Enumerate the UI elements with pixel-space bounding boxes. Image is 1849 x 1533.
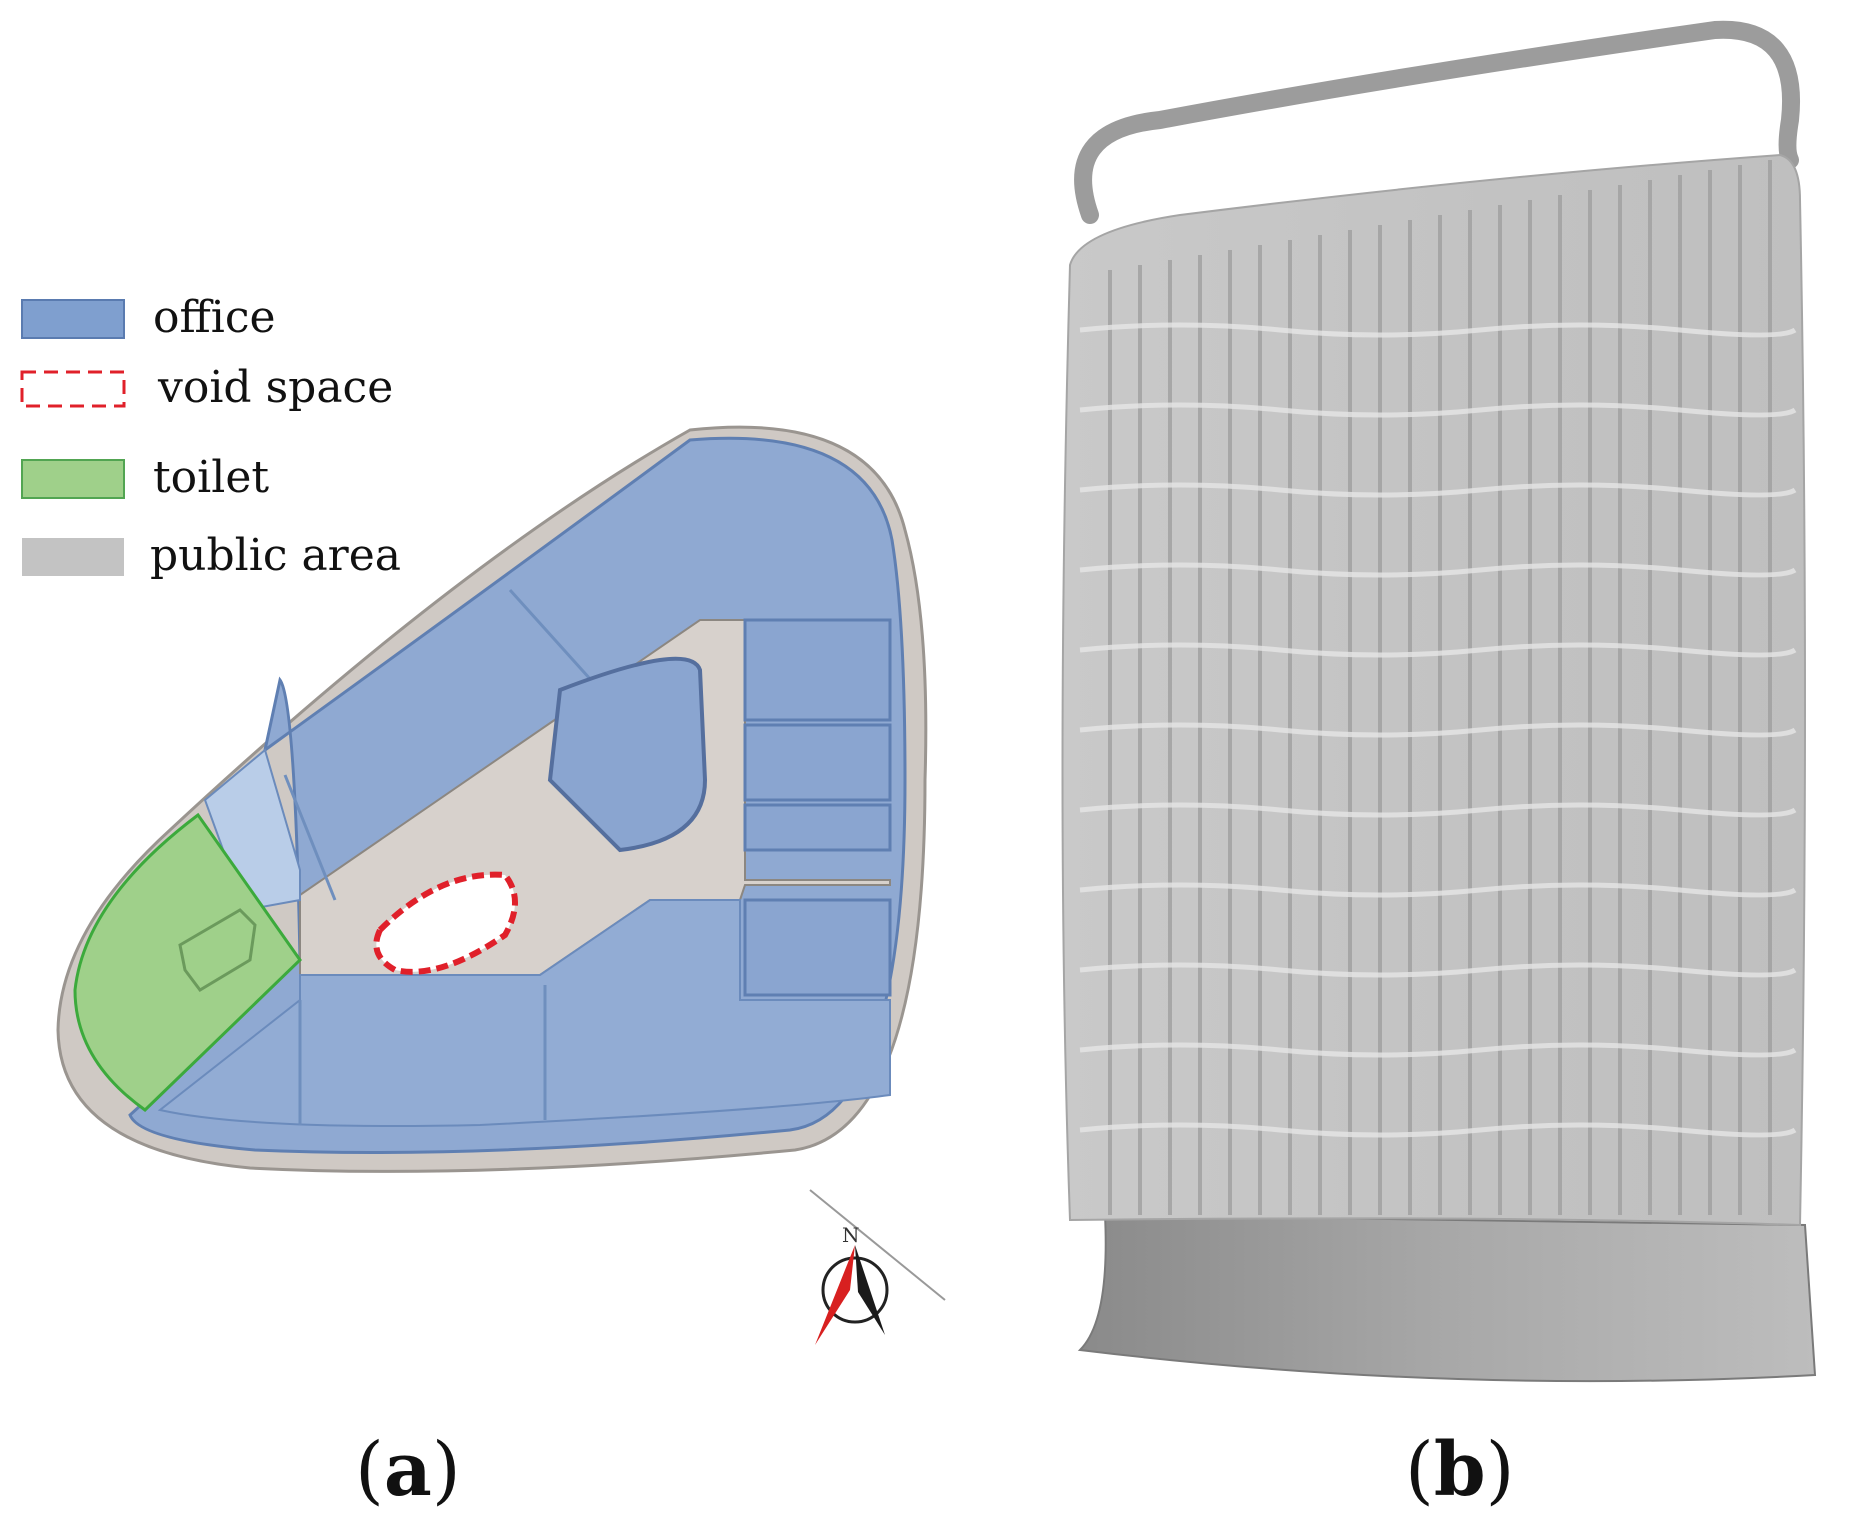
legend: office void space toilet public area (20, 292, 401, 581)
caption-b-letter: b (1434, 1427, 1486, 1513)
legend-swatch-office (21, 299, 125, 339)
tower-facade (1061, 153, 1806, 1227)
compass-needle-red (815, 1245, 855, 1345)
roof-loop (1074, 20, 1800, 224)
legend-swatch-void-space (20, 370, 126, 408)
legend-label-public-area: public area (150, 530, 401, 581)
legend-swatch-public-area (22, 538, 124, 576)
building-render (1061, 20, 1817, 1383)
office-rooms-east (743, 618, 892, 997)
caption-a-close: ) (432, 1427, 461, 1513)
legend-item-public-area: public area (22, 530, 401, 581)
caption-b-close: ) (1486, 1427, 1515, 1513)
office-band-south (157, 899, 891, 1127)
compass-line (809, 1189, 946, 1301)
office-room-ne2 (743, 723, 892, 802)
toilet-area (73, 812, 302, 1112)
office-room-se1 (743, 898, 892, 997)
caption-b: (b) (1405, 1427, 1515, 1513)
podium-base (1077, 1213, 1817, 1383)
legend-label-void-space: void space (157, 362, 393, 413)
office-room-ne3 (743, 803, 892, 852)
compass-needle-black (855, 1245, 885, 1335)
caption-b-open: ( (1405, 1427, 1434, 1513)
office-room-ne1 (743, 618, 892, 722)
legend-label-office: office (153, 292, 276, 343)
legend-item-void-space: void space (20, 362, 393, 413)
compass-north-label: N (842, 1223, 860, 1247)
compass-ring (821, 1256, 889, 1324)
floor-plan (56, 425, 928, 1173)
toilet-stall (178, 908, 257, 992)
facade-floor-bands (1079, 322, 1797, 1138)
void-space (373, 871, 518, 975)
caption-a-open: ( (355, 1427, 384, 1513)
caption-a: (a) (355, 1427, 461, 1513)
legend-swatch-toilet (21, 459, 125, 499)
room-dividers (283, 588, 602, 1125)
caption-a-letter: a (384, 1427, 432, 1513)
north-compass: N (809, 1189, 946, 1345)
legend-item-toilet: toilet (21, 452, 269, 503)
office-island (547, 656, 708, 853)
legend-label-toilet: toilet (153, 452, 269, 503)
legend-item-office: office (21, 292, 276, 343)
